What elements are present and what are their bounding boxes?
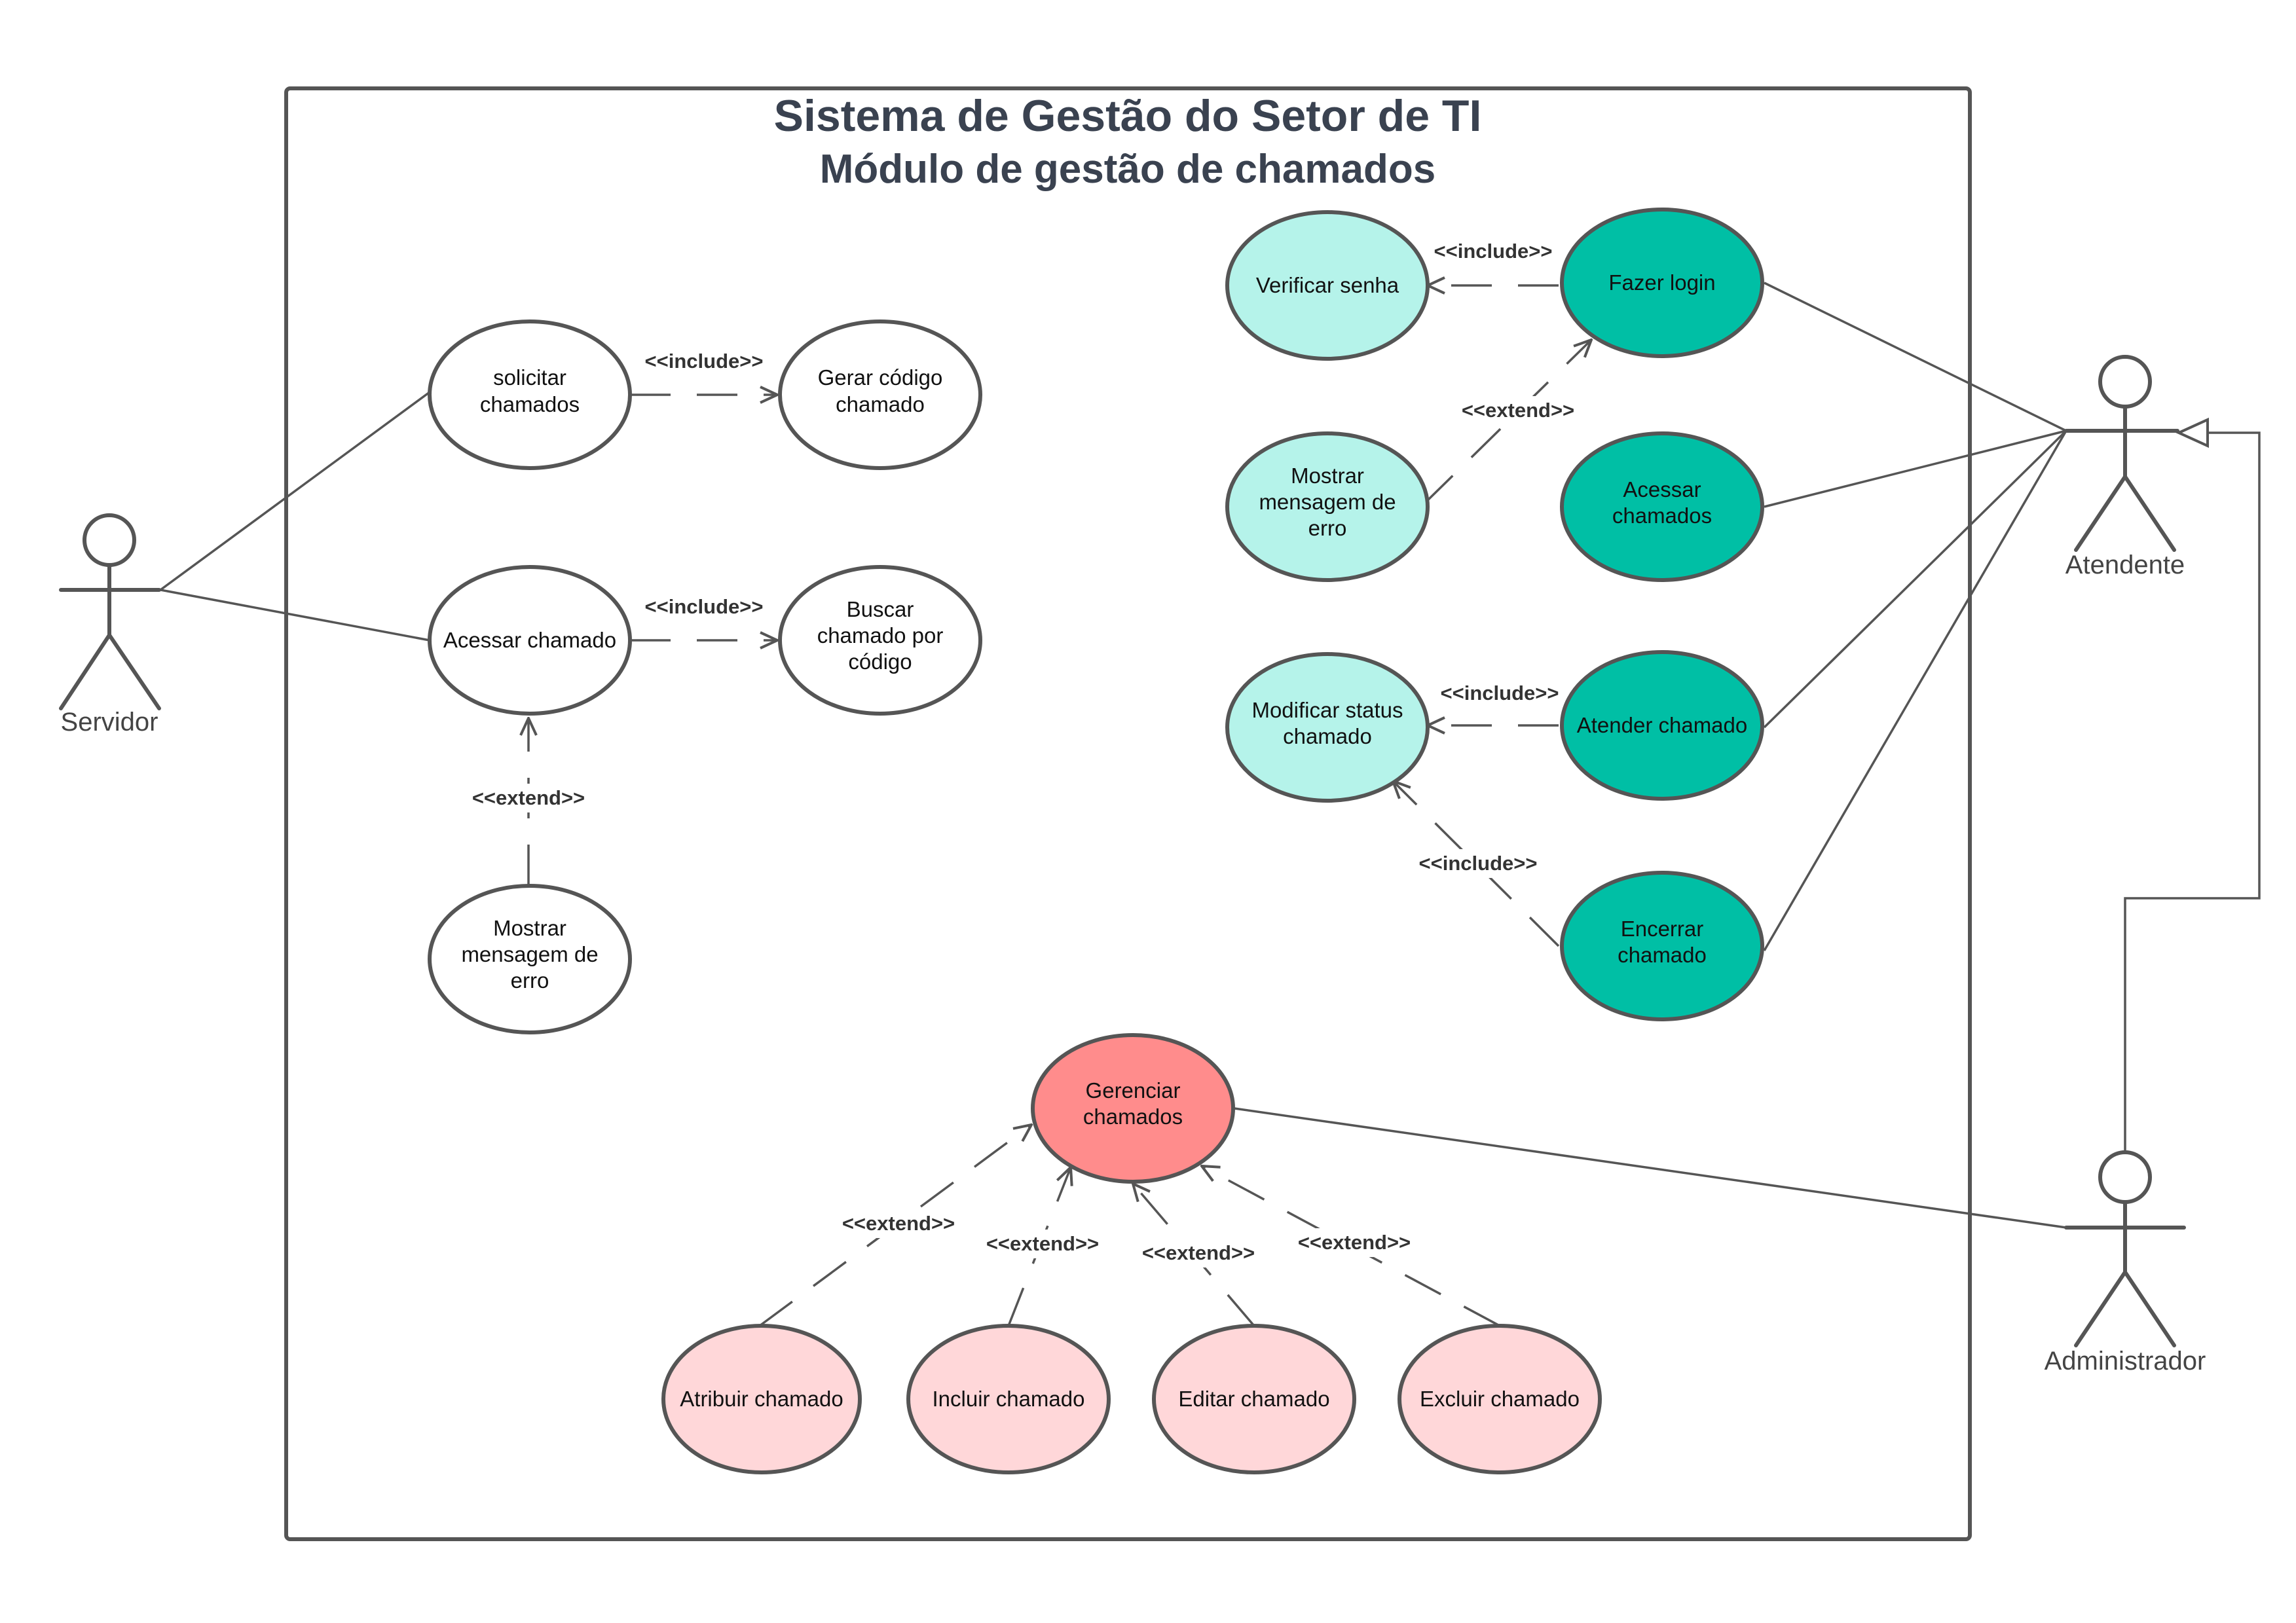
label-extend-incluir: <<extend>> xyxy=(986,1232,1099,1255)
svg-text:mensagem de: mensagem de xyxy=(1259,490,1396,514)
assoc-atendente-fazer-login xyxy=(1764,282,2067,432)
svg-text:Gerar código: Gerar código xyxy=(818,365,943,390)
generalization-admin-atendente xyxy=(2124,431,2261,1152)
usecase-incluir-chamado[interactable]: Incluir chamado xyxy=(906,1324,1111,1474)
assoc-atendente-acessar-chamados xyxy=(1764,429,2067,508)
svg-text:Administrador: Administrador xyxy=(2045,1347,2206,1376)
svg-text:chamado: chamado xyxy=(836,392,925,416)
label-extend-excluir: <<extend>> xyxy=(1298,1231,1411,1254)
label-include-login: <<include>> xyxy=(1434,240,1553,263)
label-extend-acessar: <<extend>> xyxy=(472,786,585,809)
dep-erro-login xyxy=(1422,340,1591,505)
label-include-atender: <<include>> xyxy=(1441,682,1559,704)
diagram-title: Sistema de Gestão do Setor de TI xyxy=(774,91,1482,141)
actor-head-icon xyxy=(2098,1150,2152,1204)
svg-text:Mostrar: Mostrar xyxy=(1291,464,1364,488)
usecase-gerar-codigo-chamado[interactable]: Gerar código chamado xyxy=(778,319,982,470)
generalization-triangle xyxy=(2176,417,2209,448)
usecase-fazer-login[interactable]: Fazer login xyxy=(1560,208,1764,358)
svg-text:chamados: chamados xyxy=(1612,503,1712,528)
usecase-editar-chamado[interactable]: Editar chamado xyxy=(1152,1324,1356,1474)
actor-head-icon xyxy=(83,513,136,567)
usecase-encerrar-chamado[interactable]: Encerrar chamado xyxy=(1560,871,1764,1021)
svg-text:Buscar: Buscar xyxy=(847,597,914,621)
label-include-solicitar: <<include>> xyxy=(645,350,764,373)
usecase-verificar-senha[interactable]: Verificar senha xyxy=(1225,210,1430,361)
svg-text:erro: erro xyxy=(1308,516,1347,540)
svg-text:solicitar: solicitar xyxy=(493,365,566,390)
assoc-servidor-acessar-chamado xyxy=(160,589,430,642)
usecase-solicitar-chamados[interactable]: solicitar chamados xyxy=(428,319,632,470)
svg-text:Acessar chamado: Acessar chamado xyxy=(443,628,616,652)
svg-text:Modificar status: Modificar status xyxy=(1251,698,1403,722)
svg-text:chamado: chamado xyxy=(1618,943,1707,967)
actor-atendente[interactable]: Atendente xyxy=(2064,355,2185,579)
svg-text:erro: erro xyxy=(511,968,549,993)
usecase-acessar-chamados[interactable]: Acessar chamados xyxy=(1560,431,1764,582)
usecase-atribuir-chamado[interactable]: Atribuir chamado xyxy=(661,1324,862,1474)
usecase-gerenciar-chamados[interactable]: Gerenciar chamados xyxy=(1031,1033,1235,1184)
actor-administrador[interactable]: Administrador xyxy=(2045,1150,2206,1376)
svg-text:Incluir chamado: Incluir chamado xyxy=(933,1387,1085,1411)
svg-text:Editar chamado: Editar chamado xyxy=(1178,1387,1329,1411)
svg-text:Verificar senha: Verificar senha xyxy=(1256,273,1399,297)
label-include-acessar: <<include>> xyxy=(645,595,764,618)
diagram-subtitle: Módulo de gestão de chamados xyxy=(820,147,1435,192)
usecase-modificar-status-chamado[interactable]: Modificar status chamado xyxy=(1225,652,1430,803)
label-extend-login: <<extend>> xyxy=(1462,399,1574,422)
svg-text:Gerenciar: Gerenciar xyxy=(1086,1078,1181,1103)
usecase-excluir-chamado[interactable]: Excluir chamado xyxy=(1398,1324,1602,1474)
label-include-encerrar: <<include>> xyxy=(1419,852,1538,875)
svg-text:chamado: chamado xyxy=(1283,724,1372,748)
usecase-buscar-chamado-por-codigo[interactable]: Buscar chamado por código xyxy=(778,565,982,716)
actor-head-icon xyxy=(2098,355,2152,409)
svg-text:Atender chamado: Atender chamado xyxy=(1577,713,1748,737)
assoc-atendente-atender xyxy=(1763,429,2067,729)
svg-text:Acessar: Acessar xyxy=(1623,477,1701,501)
label-extend-atribuir: <<extend>> xyxy=(842,1212,955,1235)
dep-encerrar-modificar xyxy=(1393,781,1560,947)
usecase-mostrar-mensagem-erro-servidor[interactable]: Mostrar mensagem de erro xyxy=(428,884,632,1034)
svg-text:Atendente: Atendente xyxy=(2065,551,2185,579)
svg-text:Mostrar: Mostrar xyxy=(493,916,566,940)
svg-text:Excluir chamado: Excluir chamado xyxy=(1420,1387,1580,1411)
svg-text:Atribuir chamado: Atribuir chamado xyxy=(680,1387,843,1411)
label-extend-editar: <<extend>> xyxy=(1142,1241,1255,1264)
assoc-atendente-encerrar xyxy=(1763,430,2067,951)
usecase-acessar-chamado[interactable]: Acessar chamado xyxy=(428,565,632,716)
svg-text:chamados: chamados xyxy=(480,392,580,416)
assoc-administrador-gerenciar xyxy=(1234,1107,2067,1229)
svg-text:mensagem de: mensagem de xyxy=(461,942,598,966)
svg-text:Servidor: Servidor xyxy=(61,708,158,737)
usecase-mostrar-mensagem-erro-login[interactable]: Mostrar mensagem de erro xyxy=(1225,431,1430,582)
svg-text:código: código xyxy=(848,649,912,674)
svg-text:Fazer login: Fazer login xyxy=(1608,270,1715,295)
svg-text:Encerrar: Encerrar xyxy=(1621,917,1704,941)
assoc-servidor-solicitar xyxy=(159,391,431,591)
svg-text:chamado por: chamado por xyxy=(817,623,944,647)
system-boundary xyxy=(284,86,1972,1541)
svg-text:chamados: chamados xyxy=(1083,1104,1183,1129)
actor-servidor[interactable]: Servidor xyxy=(59,513,161,737)
usecase-atender-chamado[interactable]: Atender chamado xyxy=(1560,650,1764,801)
